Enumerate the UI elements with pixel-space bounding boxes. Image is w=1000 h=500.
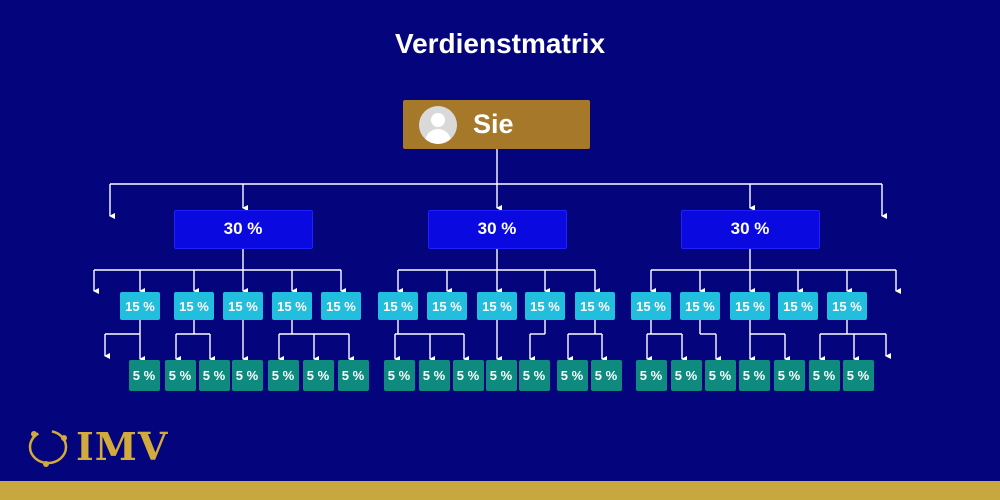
level3-node: 5 % (231, 359, 263, 391)
level3-node: 5 % (808, 359, 840, 391)
level3-node: 5 % (738, 359, 770, 391)
level3-node: 5 % (302, 359, 334, 391)
level2-node: 15 % (272, 292, 312, 320)
level1-node: 30 % (427, 209, 567, 249)
level2-node: 15 % (525, 292, 565, 320)
level3-node: 5 % (704, 359, 736, 391)
root-label: Sie (473, 109, 514, 139)
page-title: Verdienstmatrix (394, 28, 606, 59)
level3-node: 5 % (452, 359, 484, 391)
level2-node: 15 % (631, 292, 671, 320)
level2-node: 15 % (174, 292, 214, 320)
level3-node: 5 % (518, 359, 550, 391)
level2-node: 15 % (778, 292, 818, 320)
bottom-bar (0, 481, 1000, 500)
level3-node: 5 % (337, 359, 369, 391)
level3-node: 5 % (418, 359, 450, 391)
level2-node: 15 % (575, 292, 615, 320)
level2-node: 15 % (827, 292, 867, 320)
level2-node: 15 % (120, 292, 160, 320)
level2-node: 15 % (321, 292, 361, 320)
level3-node: 5 % (842, 359, 874, 391)
level1-node: 30 % (680, 209, 820, 249)
root-node: Sie (403, 100, 590, 149)
level3-node: 5 % (635, 359, 667, 391)
level3-node: 5 % (485, 359, 517, 391)
level3-node: 5 % (198, 359, 230, 391)
level3-node: 5 % (773, 359, 805, 391)
level2-node: 15 % (223, 292, 263, 320)
level2-node: 15 % (427, 292, 467, 320)
level3-node: 5 % (670, 359, 702, 391)
level3-node: 5 % (383, 359, 415, 391)
level3-node: 5 % (556, 359, 588, 391)
level3-node: 5 % (590, 359, 622, 391)
level3-node: 5 % (164, 359, 196, 391)
user-avatar-icon (419, 105, 457, 144)
imv-logo: IMV (26, 422, 186, 472)
orbit-icon (28, 429, 68, 467)
level3-node: 5 % (267, 359, 299, 391)
level2-node: 15 % (378, 292, 418, 320)
level2-node: 15 % (680, 292, 720, 320)
level1-node: 30 % (173, 209, 313, 249)
logo-text: IMV (76, 424, 169, 469)
level2-node: 15 % (730, 292, 770, 320)
level3-node: 5 % (128, 359, 160, 391)
level2-node: 15 % (477, 292, 517, 320)
